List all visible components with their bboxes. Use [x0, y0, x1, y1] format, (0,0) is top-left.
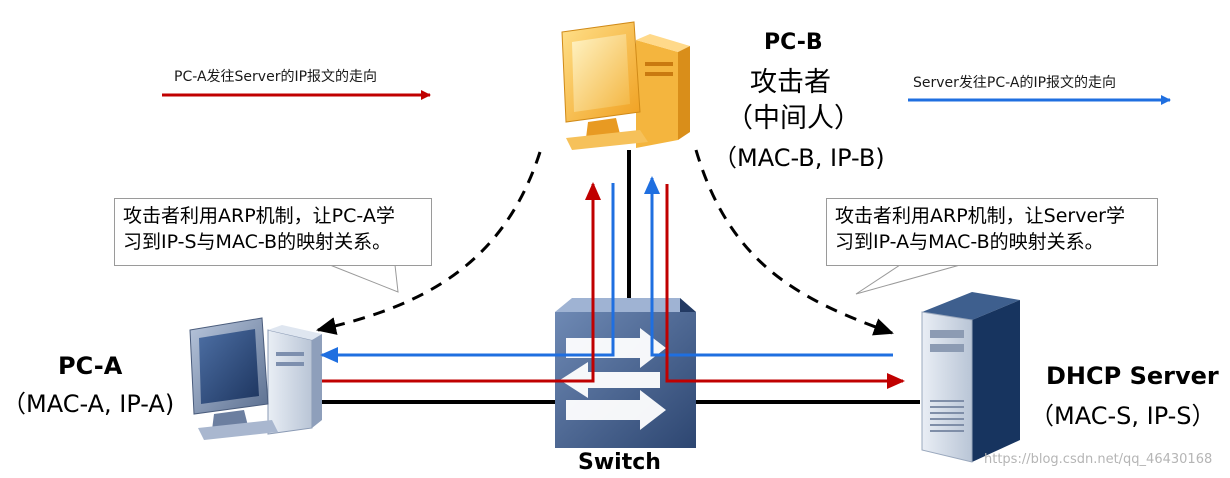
legend-label-pc-a-to-server: PC-A发往Server的IP报文的走向	[174, 69, 378, 85]
callout-left-line-1: 攻击者利用ARP机制，让PC-A学	[123, 205, 395, 227]
callout-left-line-2: 习到IP-S与MAC-B的映射关系。	[123, 231, 392, 253]
callout-right: 攻击者利用ARP机制，让Server学 习到IP-A与MAC-B的映射关系。	[826, 198, 1158, 266]
switch-label: Switch	[578, 450, 661, 475]
pc-a-addresses: （MAC-A, IP-A)	[2, 390, 175, 418]
server-addresses: （MAC-S, IP-S）	[1030, 402, 1216, 430]
switch-icon	[555, 298, 696, 448]
dhcp-server-icon	[921, 292, 1020, 463]
pc-b-name: PC-B	[764, 30, 823, 55]
legend-label-server-to-pc-a: Server发往PC-A的IP报文的走向	[913, 75, 1117, 91]
red-path-pcb-to-server	[665, 184, 905, 389]
pc-b-addresses: （MAC-B, IP-B)	[713, 144, 885, 172]
callout-left-tail	[329, 264, 399, 293]
arp-spoof-curve-right	[694, 149, 894, 336]
blue-path-server-to-pcb	[644, 176, 893, 357]
arp-spoof-curve-left	[316, 151, 542, 335]
callout-right-line-1: 攻击者利用ARP机制，让Server学	[835, 205, 1125, 227]
blue-path-pcb-to-pca	[320, 183, 615, 363]
pc-a-name: PC-A	[58, 352, 123, 380]
pc-b-computer-icon	[561, 21, 690, 150]
red-path-pca-to-pcb	[322, 182, 601, 383]
pc-a-computer-icon	[189, 317, 322, 440]
callout-left: 攻击者利用ARP机制，让PC-A学 习到IP-S与MAC-B的映射关系。	[114, 198, 432, 266]
watermark: https://blog.csdn.net/qq_46430168	[984, 452, 1213, 467]
callout-right-tail	[855, 264, 961, 295]
pc-b-role-note: （中间人）	[726, 103, 861, 134]
callout-right-line-2: 习到IP-A与MAC-B的映射关系。	[835, 231, 1104, 253]
server-name: DHCP Server	[1046, 362, 1219, 390]
pc-b-role: 攻击者	[750, 67, 831, 98]
